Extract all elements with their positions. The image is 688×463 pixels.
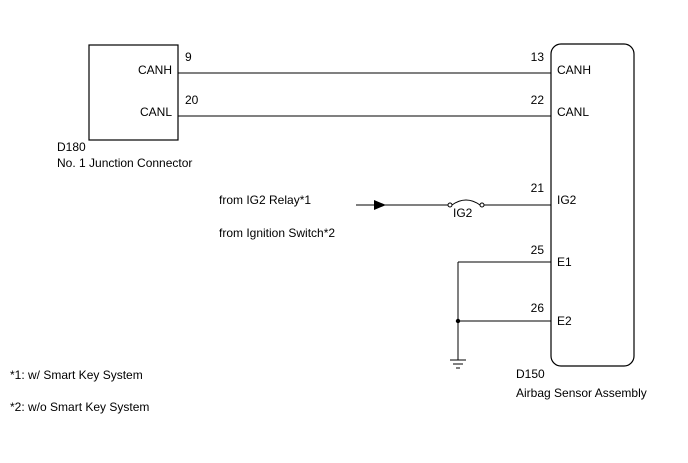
fuse-left-terminal bbox=[447, 202, 453, 208]
junction-pin-canl-label: CANL bbox=[140, 105, 172, 119]
splice-point bbox=[455, 318, 461, 324]
fuse-label: IG2 bbox=[453, 206, 473, 220]
junction-pin-canh-number: 9 bbox=[185, 50, 192, 64]
sensor-pin-canh-label: CANH bbox=[557, 63, 591, 77]
junction-pin-canh-label: CANH bbox=[138, 63, 172, 77]
fuse-right-terminal bbox=[479, 202, 485, 208]
sensor-pin-ig2-number: 21 bbox=[531, 181, 545, 195]
airbag-sensor-id: D150 bbox=[516, 367, 545, 381]
sensor-pin-e1-number: 25 bbox=[531, 243, 545, 257]
junction-connector-name: No. 1 Junction Connector bbox=[57, 156, 192, 170]
sensor-pin-e2-label: E2 bbox=[557, 314, 572, 328]
power-source-ignition-switch: from Ignition Switch*2 bbox=[219, 226, 335, 240]
sensor-pin-ig2-label: IG2 bbox=[557, 193, 577, 207]
junction-pin-canl-number: 20 bbox=[185, 93, 199, 107]
sensor-pin-canl-number: 22 bbox=[531, 93, 545, 107]
fuse-icon bbox=[451, 199, 481, 206]
sensor-pin-canl-label: CANL bbox=[557, 105, 589, 119]
sensor-pin-canh-number: 13 bbox=[531, 50, 545, 64]
footnote-no-smart-key: *2: w/o Smart Key System bbox=[10, 400, 149, 414]
sensor-pin-e1-label: E1 bbox=[557, 255, 572, 269]
airbag-sensor-name: Airbag Sensor Assembly bbox=[516, 386, 647, 400]
junction-connector-id: D180 bbox=[57, 140, 86, 154]
footnote-smart-key: *1: w/ Smart Key System bbox=[10, 368, 143, 382]
power-source-ig2-relay: from IG2 Relay*1 bbox=[219, 193, 311, 207]
sensor-pin-e2-number: 26 bbox=[531, 301, 545, 315]
ground-icon bbox=[450, 359, 466, 369]
arrow-right-icon bbox=[374, 200, 386, 210]
junction-connector-box bbox=[88, 44, 179, 141]
